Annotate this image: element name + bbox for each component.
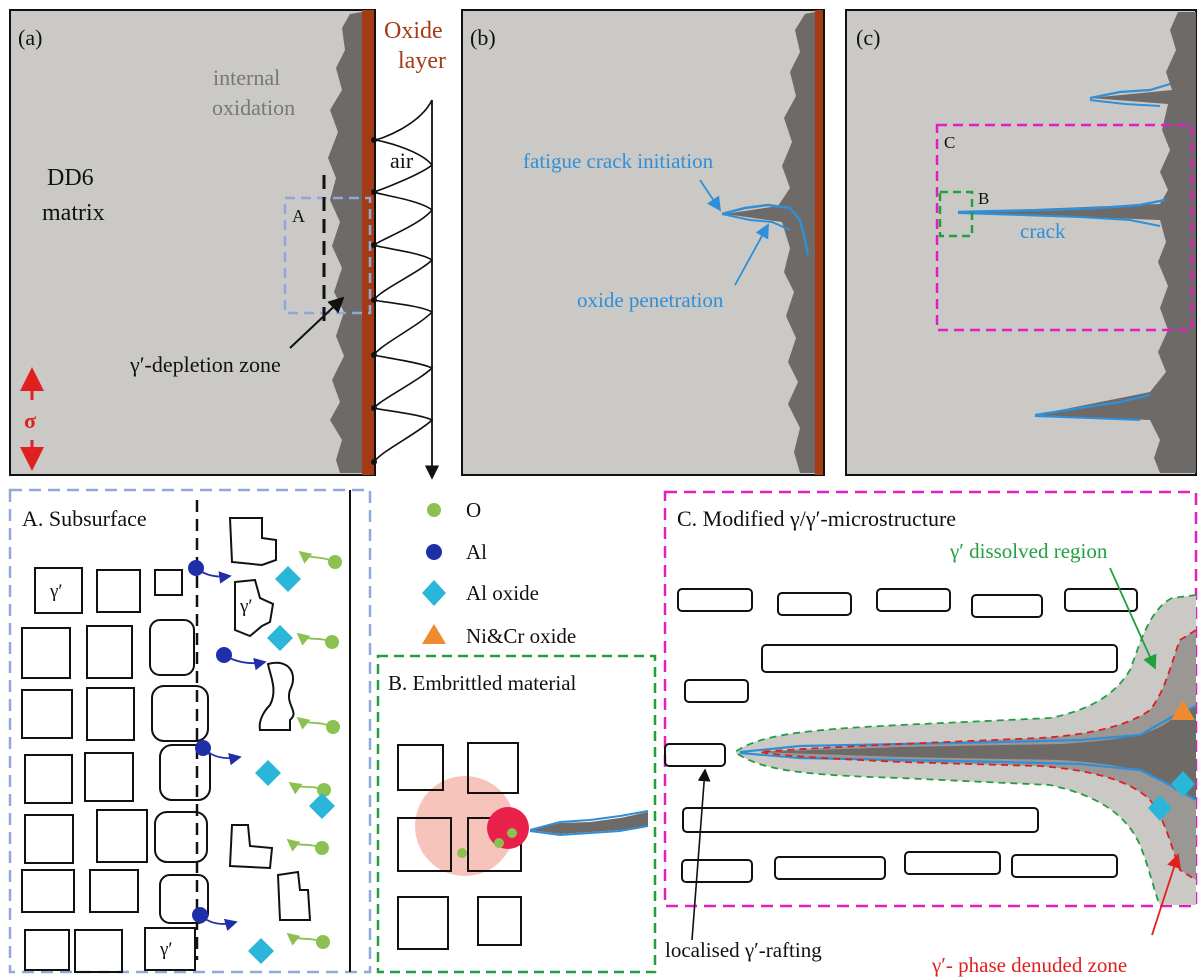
box-c-label: C [944, 133, 955, 152]
internal-oxidation-zone [328, 12, 362, 473]
oxide-layer-b [815, 10, 823, 475]
oxide-layer-label: Oxide layer [384, 18, 449, 74]
box-b-label: B [978, 189, 989, 208]
air-flow: Oxide layer air [371, 18, 449, 480]
depletion-arrow [289, 296, 345, 349]
legend-o-marker [427, 503, 441, 517]
box-a-label: A [292, 206, 305, 226]
internal-oxidation-zone-c [960, 12, 1196, 473]
panel-c: (c) C B crack [845, 9, 1197, 476]
subsurface-panel: A. Subsurface [8, 488, 372, 974]
box-c [935, 123, 1194, 332]
legend-nicr-oxide-marker [422, 624, 446, 644]
crack-b [721, 203, 810, 256]
modified-panel: C. Modified γ/γ′-microstructure [663, 490, 1198, 977]
panel-a-tag: (a) [18, 25, 42, 50]
oxide-layer [362, 10, 374, 475]
crack-initiation-label: fatigue crack initiation [523, 149, 714, 173]
matrix-label: DD6 matrix [42, 165, 105, 226]
legend-al-oxide-marker [422, 580, 446, 606]
panel-b: (b) fatigue crack initiation oxide penet… [461, 9, 825, 476]
denuded-label: γ′- phase denuded zone [931, 953, 1127, 977]
panel-c-tag: (c) [856, 25, 880, 50]
legend-nicr-oxide-label: Ni&Cr oxide [466, 624, 576, 648]
internal-oxidation-label: internal oxidation [212, 65, 295, 120]
crack-label: crack [1020, 219, 1066, 243]
legend: O Al Al oxide Ni&Cr oxide [422, 498, 576, 648]
internal-oxidation-zone-b [725, 12, 815, 473]
crack-c [957, 198, 1166, 214]
dissolved-label: γ′ dissolved region [949, 539, 1108, 563]
air-label: air [390, 148, 414, 173]
gamma-prime-label-1: γ′ [49, 581, 63, 602]
legend-al-oxide-label: Al oxide [466, 581, 539, 605]
subsurface-title: A. Subsurface [22, 506, 147, 531]
stress-symbol: σ [24, 408, 36, 433]
rafting-label: localised γ′-rafting [665, 938, 822, 962]
embrittled-panel: B. Embrittled material [376, 654, 657, 974]
legend-o-label: O [466, 498, 481, 522]
gamma-prime-label-3: γ′ [159, 939, 173, 960]
gamma-prime-label-2: γ′ [239, 596, 253, 617]
panel-b-tag: (b) [470, 25, 496, 50]
box-b [938, 190, 974, 238]
panel-a: (a) internal oxidation DD6 matrix A γ′-d… [9, 9, 376, 476]
modified-title: C. Modified γ/γ′-microstructure [677, 506, 956, 531]
legend-al-marker [426, 544, 442, 560]
embrittled-title: B. Embrittled material [388, 671, 577, 695]
depletion-label: γ′-depletion zone [129, 352, 281, 377]
legend-al-label: Al [466, 540, 487, 564]
oxide-penetration-label: oxide penetration [577, 288, 724, 312]
